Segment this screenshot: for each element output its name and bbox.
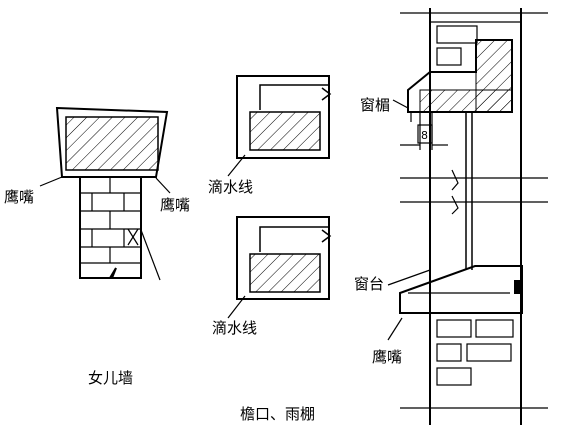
- parapet-right-drip-label: 鹰嘴: [160, 196, 190, 214]
- sill-drip-leader: [387, 317, 403, 341]
- window-break-bottom: [451, 195, 459, 215]
- parapet-right-leader: [155, 177, 171, 194]
- window-lintel-label: 窗楣: [360, 96, 390, 114]
- parapet-detail: [39, 106, 171, 281]
- window-sill-drip-end: [514, 280, 523, 294]
- eave-bottom-outline: [236, 216, 330, 300]
- window-detail: [387, 8, 548, 425]
- lintel-dimension-label: 8: [421, 129, 428, 142]
- drip-line-top-label: 滴水线: [208, 178, 253, 196]
- parapet-left-leader: [39, 176, 63, 187]
- eave-bottom-leader: [227, 295, 246, 319]
- lintel-dimension: [400, 112, 448, 150]
- window-sill: [399, 265, 523, 314]
- sill-drip-label: 鹰嘴: [372, 348, 402, 366]
- eave-bottom-break: [321, 229, 332, 243]
- parapet-left-drip-label: 鹰嘴: [4, 188, 34, 206]
- eave-top-leader: [227, 154, 246, 177]
- drip-line-bottom-label: 滴水线: [212, 319, 257, 337]
- window-upper-bricks: [430, 21, 521, 66]
- eave-top-break: [321, 87, 332, 101]
- eave-detail-bottom: [227, 216, 332, 319]
- eave-top-waterproof: [259, 84, 329, 110]
- window-break-top: [451, 169, 459, 191]
- parapet-slope-line: [140, 229, 161, 281]
- eave-bottom-waterproof: [259, 226, 329, 252]
- eave-top-outline: [236, 75, 330, 159]
- window-lower-bricks: [436, 319, 514, 386]
- lintel-leader: [392, 99, 409, 109]
- eave-top-hatch: [249, 111, 321, 151]
- parapet-wall: [79, 177, 142, 279]
- sill-leader: [387, 269, 431, 286]
- eave-title: 檐口、雨棚: [240, 405, 315, 423]
- eave-detail-top: [227, 75, 332, 177]
- window-sill-label: 窗台: [354, 275, 384, 293]
- parapet-bricks: [80, 177, 141, 264]
- eave-bottom-hatch: [249, 253, 321, 293]
- parapet-coping-hatch: [65, 116, 159, 171]
- parapet-title: 女儿墙: [88, 369, 133, 387]
- parapet-coping: [55, 106, 169, 178]
